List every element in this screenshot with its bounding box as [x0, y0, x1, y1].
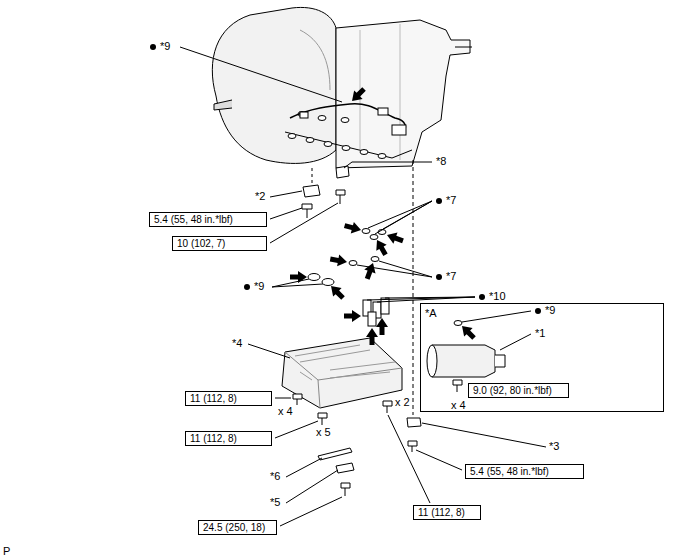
- quantity-label: x 4: [451, 399, 466, 412]
- callout-number: *4: [232, 337, 242, 350]
- torque-value: 10 (102, 7): [173, 237, 266, 250]
- torque-value: 24.5 (250, 18): [199, 521, 276, 534]
- torque-value: 11 (112, 8): [186, 432, 271, 445]
- callout-number: *7: [446, 194, 456, 207]
- quantity-label: x 4: [278, 405, 293, 418]
- torque-spec-box: 5.4 (55, 48 in.*lbf): [465, 464, 584, 479]
- torque-value: 9.0 (92, 80 in.*lbf): [469, 384, 568, 397]
- quantity-label: x 2: [395, 396, 410, 409]
- callout-number: *1: [535, 327, 545, 340]
- callout-number: *9: [545, 304, 555, 317]
- torque-spec-box: 11 (112, 8): [185, 431, 272, 446]
- quantity-label: x 5: [316, 426, 331, 439]
- callout-number: *8: [436, 155, 446, 168]
- inset-panel: *A 9.0 (92, 80 in.*lbf): [420, 303, 664, 412]
- torque-spec-box: 9.0 (92, 80 in.*lbf): [468, 383, 569, 398]
- callout-number: *7: [446, 270, 456, 283]
- torque-value: 5.4 (55, 48 in.*lbf): [150, 213, 266, 226]
- callout-number: *3: [549, 440, 559, 453]
- callout-number: *6: [270, 470, 280, 483]
- torque-spec-box: 10 (102, 7): [172, 236, 267, 251]
- callout-number: *9: [254, 280, 264, 293]
- figure-code: P: [3, 545, 10, 558]
- callout-number: *5: [270, 496, 280, 509]
- inset-heading: *A: [425, 307, 437, 320]
- torque-spec-box: 24.5 (250, 18): [198, 520, 277, 535]
- callout-number: *10: [489, 290, 506, 303]
- callout-number: *9: [160, 40, 170, 53]
- torque-value: 5.4 (55, 48 in.*lbf): [466, 465, 583, 478]
- torque-spec-box: 5.4 (55, 48 in.*lbf): [149, 212, 267, 227]
- callout-number: *2: [255, 190, 265, 203]
- torque-value: 11 (112, 8): [186, 392, 271, 405]
- torque-spec-box: 11 (112, 8): [185, 391, 272, 406]
- torque-value: 11 (112, 8): [414, 506, 480, 519]
- torque-spec-box: 11 (112, 8): [413, 505, 481, 520]
